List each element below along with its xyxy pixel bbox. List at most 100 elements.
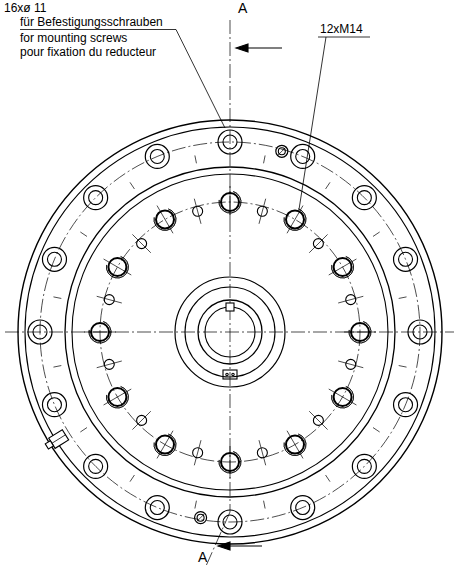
- mounting-hole: [218, 130, 242, 154]
- arrowhead: [218, 542, 230, 550]
- mounting-hole: [145, 496, 169, 520]
- tick-mark: [97, 296, 122, 303]
- tick-mark: [259, 199, 266, 224]
- tick-mark: [287, 431, 303, 459]
- tick-mark: [80, 428, 87, 432]
- mounting-hole: [84, 454, 108, 478]
- shaft-bore: [205, 307, 255, 357]
- mounting-hole: [394, 247, 418, 271]
- dimension-note: 12xM14: [320, 22, 363, 36]
- tick-mark: [157, 431, 173, 459]
- leader-line: [20, 29, 176, 30]
- tick-mark: [329, 259, 357, 275]
- tick-mark: [97, 361, 122, 368]
- tick-mark: [373, 232, 380, 236]
- mounting-hole: [89, 191, 103, 205]
- note-text: for mounting screws: [20, 31, 127, 45]
- tick-mark: [104, 389, 132, 405]
- tick-mark: [195, 501, 197, 509]
- plate-dot: [232, 373, 234, 375]
- note-text: pour fixation du reducteur: [20, 45, 156, 59]
- tick-mark: [309, 411, 327, 429]
- keyway: [226, 303, 234, 311]
- mounting-hole: [47, 398, 61, 412]
- mounting-hole: [150, 149, 164, 163]
- mounting-hole: [357, 459, 371, 473]
- section-arrow: [226, 545, 262, 546]
- tick-mark: [309, 234, 327, 252]
- tick-mark: [157, 206, 173, 234]
- tick-mark: [194, 199, 201, 224]
- tick-mark: [326, 182, 330, 189]
- mounting-hole: [33, 325, 47, 339]
- tick-mark: [130, 182, 134, 189]
- mounting-hole: [42, 393, 66, 417]
- tick-mark: [326, 475, 330, 482]
- leader-line: [176, 30, 225, 129]
- mounting-hole: [28, 320, 52, 344]
- mounting-hole: [399, 252, 413, 266]
- tick-mark: [230, 186, 231, 218]
- arrowhead: [236, 44, 248, 52]
- tick-mark: [132, 411, 150, 429]
- mounting-hole: [352, 454, 376, 478]
- mounting-hole: [150, 501, 164, 515]
- tick-mark: [373, 428, 380, 432]
- tick-mark: [399, 366, 407, 368]
- tick-mark: [264, 155, 266, 163]
- mounting-hole: [296, 501, 310, 515]
- mounting-hole: [218, 510, 242, 534]
- tick-mark: [84, 332, 116, 333]
- tick-mark: [329, 389, 357, 405]
- mounting-hole: [84, 186, 108, 210]
- tick-mark: [264, 501, 266, 509]
- mounting-hole: [357, 191, 371, 205]
- section-letter: A: [198, 550, 207, 564]
- tick-mark: [195, 155, 197, 163]
- tick-mark: [104, 259, 132, 275]
- tick-mark: [194, 440, 201, 465]
- leader-line: [299, 37, 326, 209]
- mounting-hole: [291, 496, 315, 520]
- mounting-hole: [413, 325, 427, 339]
- tick-mark: [259, 440, 266, 465]
- mounting-hole: [89, 459, 103, 473]
- tick-mark: [230, 446, 231, 478]
- mounting-hole: [223, 515, 237, 529]
- mounting-hole: [352, 186, 376, 210]
- hub-step: [185, 287, 275, 377]
- center-line: [5, 332, 454, 333]
- section-arrow: [244, 47, 282, 48]
- section-line: [230, 20, 231, 512]
- mounting-hole: [408, 320, 432, 344]
- lube-fitting: [44, 430, 69, 452]
- mounting-hole: [399, 398, 413, 412]
- dimension-note: 16xø 11: [4, 1, 46, 15]
- tick-mark: [130, 475, 134, 482]
- mounting-hole: [394, 393, 418, 417]
- tapped-hole: [195, 512, 207, 524]
- hatch: [197, 514, 205, 522]
- tick-mark: [53, 366, 61, 368]
- plate-symbol: [223, 370, 237, 379]
- tick-mark: [132, 234, 150, 252]
- tick-mark: [287, 206, 303, 234]
- shaft: [198, 300, 262, 364]
- hub-outline: [175, 277, 285, 387]
- tick-mark: [338, 296, 363, 303]
- tick-mark: [338, 361, 363, 368]
- mounting-hole: [47, 252, 61, 266]
- tick-mark: [344, 332, 376, 333]
- mounting-hole: [42, 247, 66, 271]
- note-text: für Befestigungsschrauben: [20, 15, 163, 29]
- mounting-hole: [223, 135, 237, 149]
- tapped-hole: [197, 514, 204, 521]
- tick-mark: [399, 297, 407, 299]
- tapped-hole: [278, 148, 285, 155]
- tick-mark: [53, 297, 61, 299]
- section-letter: A: [238, 1, 247, 15]
- mounting-hole: [291, 144, 315, 168]
- hatch: [278, 147, 286, 155]
- plate-dot: [226, 373, 228, 375]
